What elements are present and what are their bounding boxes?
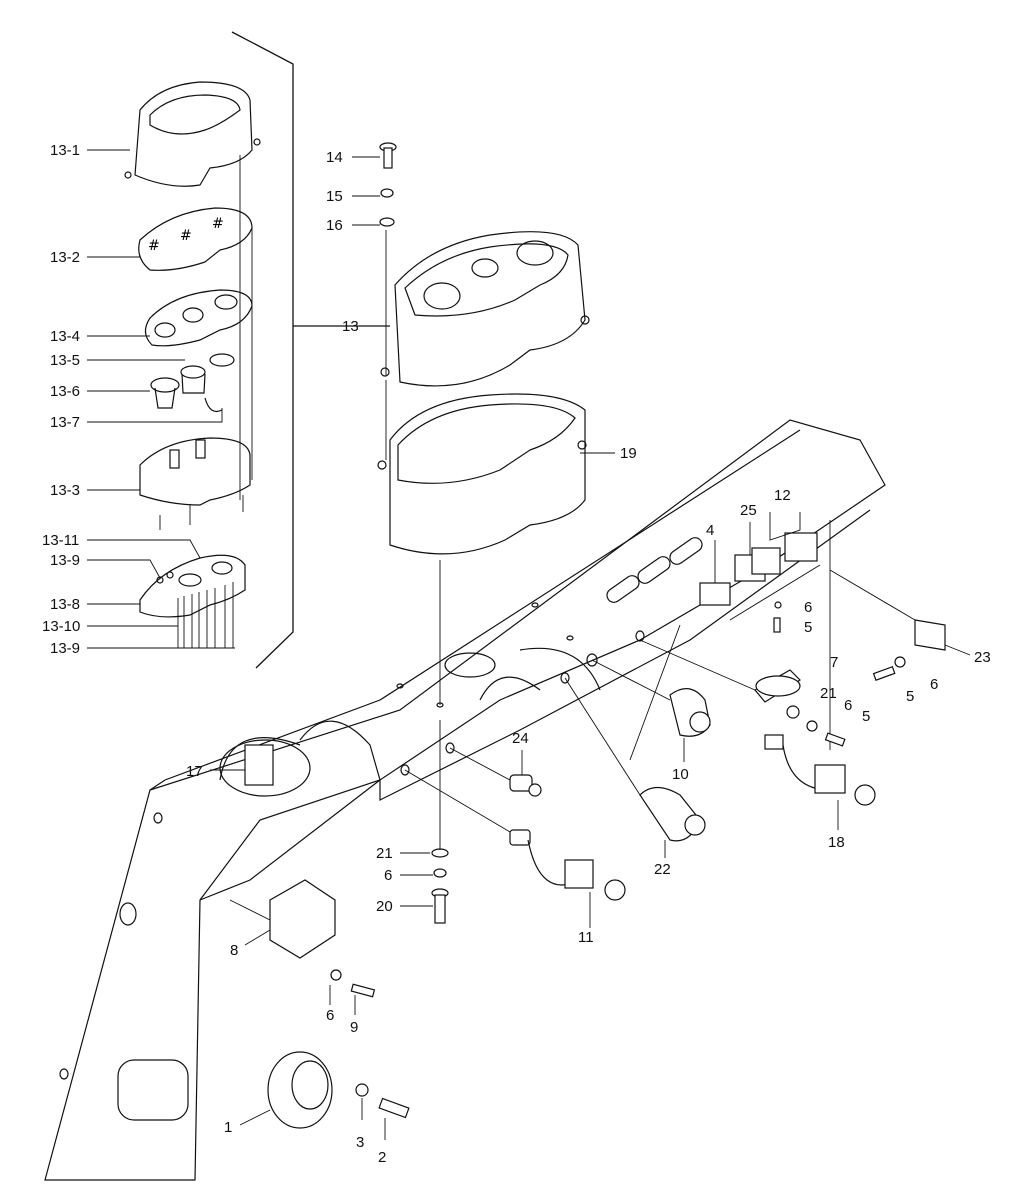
svg-text:#: # — [180, 228, 192, 244]
part-17-bracket — [210, 739, 311, 797]
callout-14: 14 — [326, 149, 343, 166]
callout-1: 1 — [224, 1119, 233, 1136]
callout-13-1: 13-1 — [50, 142, 81, 159]
part-19-housing — [377, 380, 615, 705]
part-1-horn — [239, 1051, 410, 1140]
callout-6-e: 6 — [326, 1007, 335, 1024]
callout-13-5: 13-5 — [50, 352, 81, 369]
callout-13-10: 13-10 — [42, 618, 81, 635]
fasteners-14-15-16 — [352, 142, 397, 375]
part-11-connector — [404, 769, 626, 928]
callout-22: 22 — [654, 861, 671, 878]
callout-13-9-top: 13-9 — [50, 552, 81, 569]
callout-13-11: 13-11 — [42, 532, 80, 549]
svg-text:#: # — [212, 216, 224, 232]
callout-12: 12 — [774, 487, 791, 504]
leader-lines-left — [87, 149, 253, 649]
callout-10: 10 — [672, 766, 689, 783]
callout-13-4: 13-4 — [50, 328, 81, 345]
part-13-8-circuit-board — [139, 554, 246, 649]
callout-13-6: 13-6 — [50, 383, 81, 400]
callout-13: 13 — [342, 318, 359, 335]
subassembly-bracket — [231, 31, 390, 669]
callout-13-7: 13-7 — [50, 414, 81, 431]
callout-25: 25 — [740, 502, 757, 519]
callout-7: 7 — [830, 654, 839, 671]
switches-4-25-12 — [699, 512, 821, 633]
callout-13-3: 13-3 — [50, 482, 81, 499]
callout-21-b: 21 — [376, 845, 393, 862]
callout-13-9-bottom: 13-9 — [50, 640, 81, 657]
callout-24: 24 — [512, 730, 529, 747]
callout-2: 2 — [378, 1149, 387, 1166]
callout-13-8: 13-8 — [50, 596, 81, 613]
callout-9: 9 — [350, 1019, 359, 1036]
part-18-switch — [764, 734, 876, 830]
callout-5-b: 5 — [906, 688, 915, 705]
part-10-ignition — [591, 659, 711, 762]
callout-6-d: 6 — [384, 867, 393, 884]
callout-17: 17 — [186, 763, 203, 780]
callout-6-a: 6 — [804, 599, 813, 616]
callout-5-a: 5 — [804, 619, 813, 636]
part-13-instrument-panel — [380, 231, 590, 387]
callout-4: 4 — [706, 522, 715, 539]
callout-19: 19 — [620, 445, 637, 462]
callout-16: 16 — [326, 217, 343, 234]
part-22-socket — [564, 677, 706, 858]
part-24-connector — [449, 747, 542, 797]
callout-13-2: 13-2 — [50, 249, 81, 266]
callout-6-c: 6 — [844, 697, 853, 714]
part-13-3-housing — [139, 437, 251, 530]
callout-15: 15 — [326, 188, 343, 205]
part-8-relay — [229, 879, 376, 1015]
callout-8: 8 — [230, 942, 239, 959]
bolt-stack-20 — [400, 720, 449, 924]
callout-3: 3 — [356, 1134, 365, 1151]
gauge-parts — [150, 353, 235, 413]
part-23-clip — [829, 569, 971, 681]
callout-11: 11 — [578, 929, 594, 946]
callout-18: 18 — [828, 834, 845, 851]
callout-5-c: 5 — [862, 708, 871, 725]
part-13-4-faceplate — [144, 289, 253, 347]
part-13-1-cover — [124, 81, 261, 187]
callout-6-b: 6 — [930, 676, 939, 693]
callout-21-a: 21 — [820, 685, 837, 702]
part-7-lamp — [639, 639, 846, 747]
svg-text:#: # — [148, 238, 160, 254]
callout-20: 20 — [376, 898, 393, 915]
dashboard-frame — [44, 419, 886, 1181]
callout-23: 23 — [974, 649, 991, 666]
part-13-2-lens: # # # — [138, 207, 253, 271]
